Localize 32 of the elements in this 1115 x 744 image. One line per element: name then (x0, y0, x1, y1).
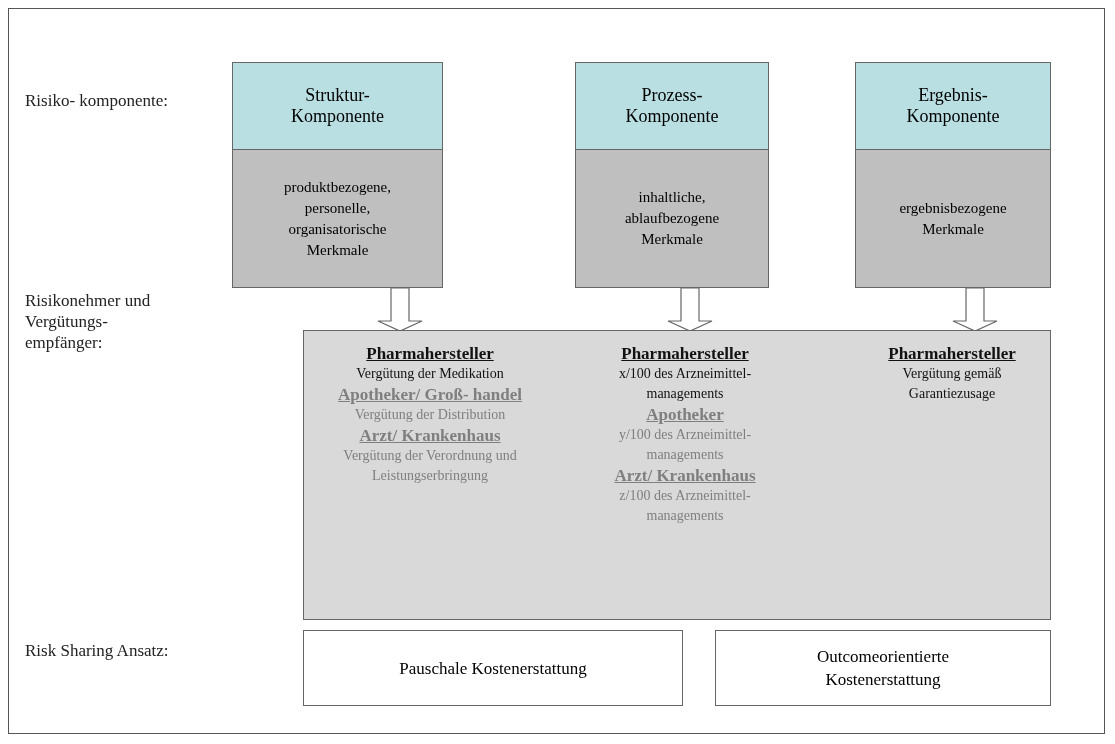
component-heading: Struktur- Komponente (233, 63, 442, 150)
recipient-heading: Pharmahersteller (366, 343, 494, 364)
component-box (232, 62, 443, 288)
component-description: inhaltliche, ablaufbezogene Merkmale (576, 150, 768, 287)
component-description: produktbezogene, personelle, organisatorische Merkmale (233, 150, 442, 287)
recipient-heading: Apotheker (646, 404, 724, 425)
recipient-heading: Pharmahersteller (888, 343, 1016, 364)
recipient-heading: Arzt/ Krankenhaus (614, 465, 756, 486)
payment-text: Vergütung gemäß Garantiezusage (901, 365, 1003, 403)
hollow-arrow (952, 287, 998, 332)
component-box (575, 62, 769, 288)
approach-box: Pauschale Kostenerstattung (303, 630, 683, 706)
hollow-arrow (667, 287, 713, 332)
row-label: Risk Sharing Ansatz: (25, 640, 170, 661)
approach-box: Outcomeorientierte Kostenerstattung (715, 630, 1051, 706)
payment-text: Vergütung der Medikation (356, 365, 504, 383)
component-box (855, 62, 1051, 288)
payment-text: y/100 des Arzneimittel- managements (617, 426, 753, 464)
component-description: ergebnisbezogene Merkmale (856, 150, 1050, 287)
payment-text: x/100 des Arzneimittel- managements (617, 365, 753, 403)
row-label: Risiko- komponente: (25, 90, 170, 111)
row-label: Risikonehmer und Vergütungs- empfänger: (25, 290, 152, 353)
hollow-arrow (377, 287, 423, 332)
recipient-heading: Pharmahersteller (621, 343, 749, 364)
payment-text: z/100 des Arzneimittel- managements (618, 487, 752, 525)
recipient-heading: Apotheker/ Groß- handel (338, 384, 522, 405)
recipient-heading: Arzt/ Krankenhaus (359, 425, 501, 446)
content-panel (303, 330, 1051, 620)
payment-text: Vergütung der Verordnung und Leistungserbringung (342, 447, 518, 485)
component-heading: Ergebnis- Komponente (856, 63, 1050, 150)
payment-text: Vergütung der Distribution (354, 406, 506, 424)
component-heading: Prozess- Komponente (576, 63, 768, 150)
